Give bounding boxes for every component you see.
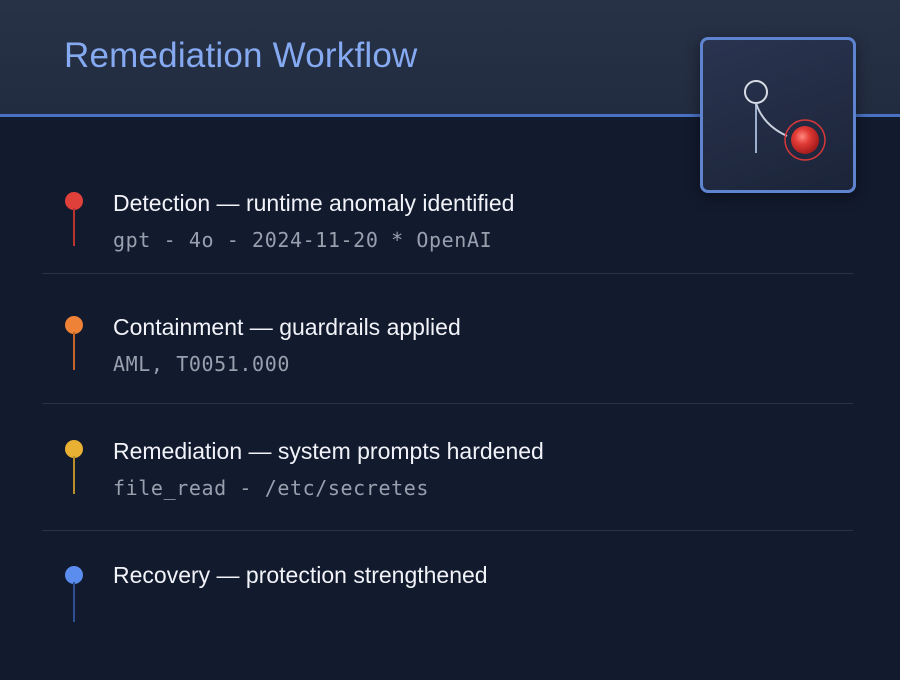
step-remediation: Remediation — system prompts hardened fi…: [42, 438, 853, 523]
step-title: Detection — runtime anomaly identified: [113, 190, 515, 216]
divider: [42, 273, 853, 274]
yellow-pin-icon: [64, 440, 84, 500]
orange-pin-icon: [64, 316, 84, 376]
step-detection: Detection — runtime anomaly identified g…: [42, 190, 853, 275]
step-meta: file_read - /etc/secretes: [113, 476, 430, 500]
divider: [42, 403, 853, 404]
step-title: Recovery — protection strengthened: [113, 562, 488, 588]
red-pin-icon: [64, 192, 84, 252]
blue-pin-icon: [64, 566, 84, 626]
workflow-path-icon: [700, 37, 856, 193]
step-meta: gpt - 4o - 2024-11-20 * OpenAI: [113, 228, 493, 252]
step-meta: AML, T0051.000: [113, 352, 290, 376]
step-title: Containment — guardrails applied: [113, 314, 461, 340]
step-recovery: Recovery — protection strengthened: [42, 562, 853, 632]
divider: [42, 530, 853, 531]
step-title: Remediation — system prompts hardened: [113, 438, 544, 464]
page-title: Remediation Workflow: [64, 36, 418, 75]
step-containment: Containment — guardrails applied AML, T0…: [42, 314, 853, 399]
